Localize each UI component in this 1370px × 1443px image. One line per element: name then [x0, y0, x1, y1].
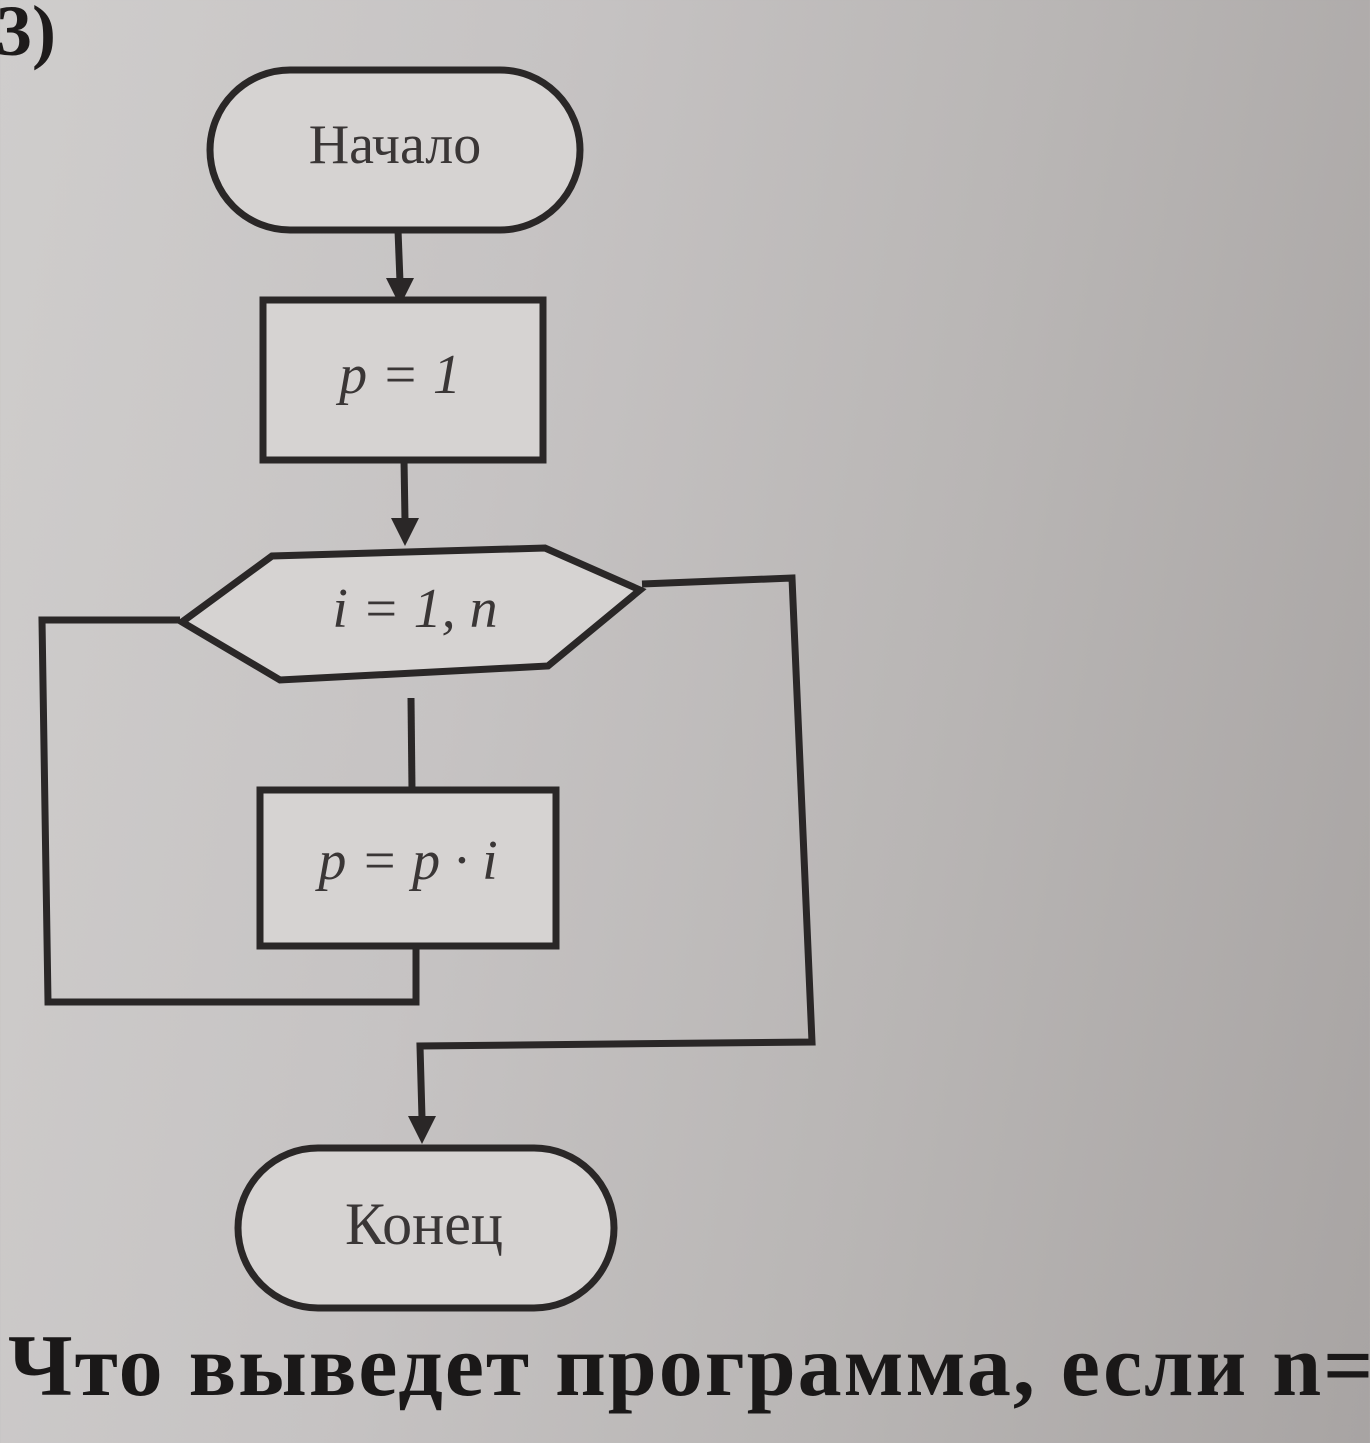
question-text: Что выведет программа, если n= [8, 1318, 1370, 1415]
line-loop-to-body [407, 697, 416, 791]
loop-exit-line [416, 574, 816, 1119]
section-number: 3) [0, 0, 56, 71]
arrowhead-end [408, 1116, 436, 1144]
init-label: p = 1 [335, 344, 461, 406]
arrow-init-to-loop [400, 459, 409, 521]
loop-hexagon [175, 544, 647, 684]
loop-back-line [38, 616, 420, 1006]
arrow-start-to-init [394, 229, 404, 283]
end-label: Конец [345, 1191, 503, 1257]
arrowhead-loop [391, 518, 419, 546]
init-process-box [259, 296, 547, 464]
start-label: Начало [309, 114, 482, 176]
arrowhead-init [386, 278, 414, 306]
end-terminator [234, 1144, 618, 1312]
body-process-box [256, 786, 560, 950]
body-label: p = p · i [314, 830, 497, 892]
start-terminator [206, 66, 584, 234]
loop-label: i = 1, n [332, 578, 497, 640]
